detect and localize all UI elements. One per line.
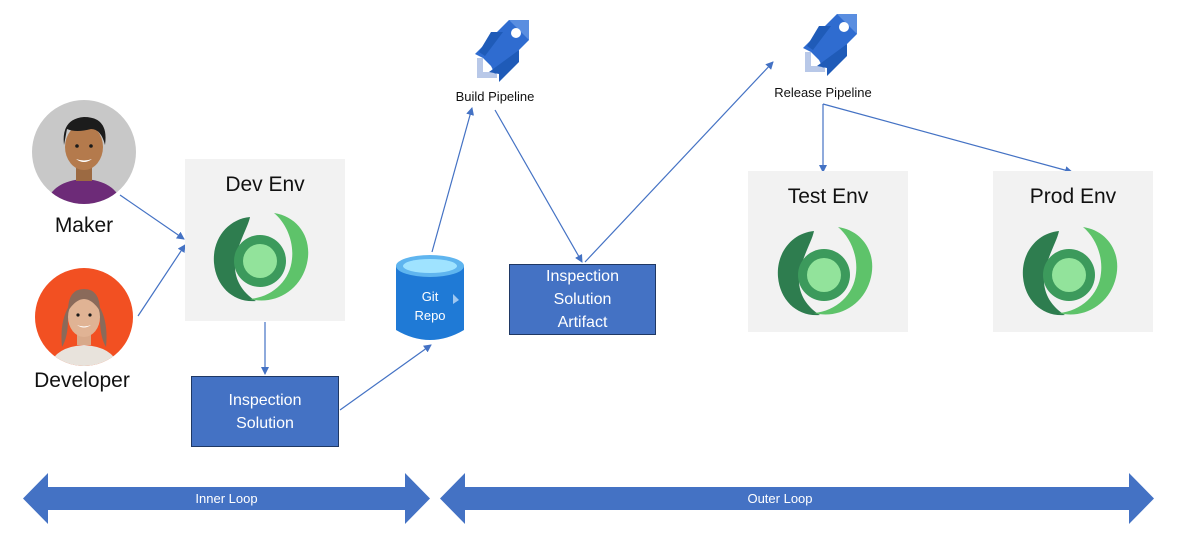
dataverse-logo-icon — [774, 225, 878, 319]
developer-label: Developer — [34, 369, 130, 392]
inspection-solution-label: Inspection Solution — [228, 391, 302, 432]
arrow-solution-to-repo — [339, 344, 432, 411]
inspection-solution-box: Inspection Solution — [191, 376, 339, 447]
arrow-developer-to-dev — [137, 244, 186, 317]
maker-avatar — [31, 99, 137, 205]
inner-loop-arrow — [23, 473, 430, 524]
build-pipeline-icon — [469, 14, 537, 82]
database-cylinder-icon — [396, 255, 464, 340]
person-avatar-icon — [32, 100, 136, 204]
release-pipeline-label: Release Pipeline — [774, 85, 872, 100]
test-env-box: Test Env — [748, 171, 908, 332]
developer-avatar — [34, 267, 134, 367]
inspection-solution-artifact-box: Inspection Solution Artifact — [509, 264, 656, 335]
azure-pipelines-icon — [475, 20, 529, 82]
azure-pipelines-icon — [803, 14, 857, 76]
dataverse-logo-icon — [1019, 225, 1123, 319]
arrow-release-to-prod — [822, 103, 1073, 175]
git-repo-line1: Git — [421, 289, 439, 304]
release-pipeline-icon — [797, 8, 865, 76]
arrow-build-to-artifact — [494, 109, 583, 263]
dataverse-logo-icon — [210, 211, 314, 305]
prod-env-box: Prod Env — [993, 171, 1153, 332]
arrow-repo-to-build — [431, 107, 474, 253]
git-repo-line2: Repo — [414, 308, 446, 323]
dev-env-box: Dev Env — [185, 159, 345, 321]
test-env-title: Test Env — [787, 185, 869, 208]
arrow-maker-to-dev — [119, 194, 185, 240]
outer-loop-label: Outer Loop — [747, 491, 813, 506]
build-pipeline-label: Build Pipeline — [455, 89, 535, 104]
git-repo: Git Repo — [395, 254, 465, 344]
inspection-solution-artifact-label: Inspection Solution Artifact — [546, 268, 619, 331]
outer-loop-arrow — [440, 473, 1154, 524]
maker-label: Maker — [54, 214, 114, 237]
inner-loop-label: Inner Loop — [195, 491, 258, 506]
prod-env-title: Prod Env — [1029, 185, 1117, 208]
dev-env-title: Dev Env — [225, 173, 305, 196]
arrow-artifact-to-release — [584, 61, 774, 263]
person-avatar-icon — [35, 268, 133, 366]
